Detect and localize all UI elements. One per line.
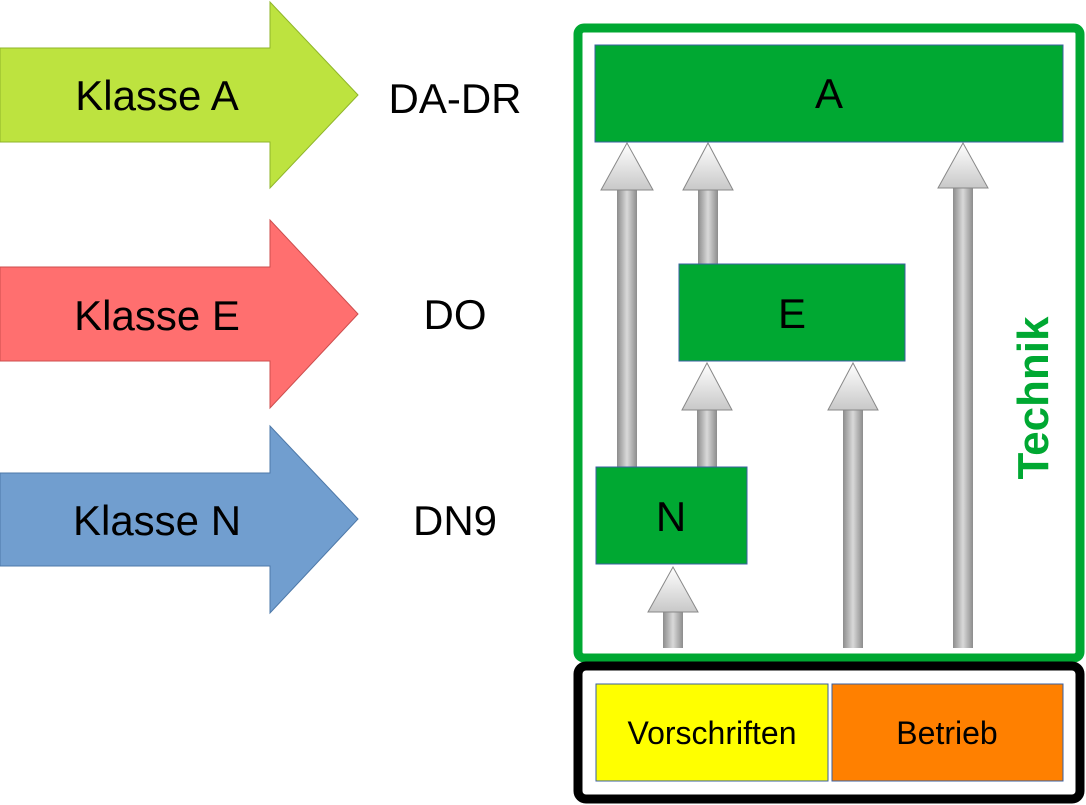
vorschriften-label: Vorschriften: [628, 715, 797, 751]
arrow-base-to-e: [827, 361, 879, 648]
arrow-n-to-e: [681, 361, 733, 467]
box-n-label: N: [656, 493, 686, 540]
arrow-e-to-a: [682, 141, 734, 264]
arrow-base-to-n: [647, 565, 699, 648]
box-a: [594, 44, 1064, 143]
betrieb-box: [831, 683, 1064, 782]
klasse-e-arrow: [0, 218, 359, 410]
klasse-a-arrow: [0, 0, 359, 190]
betrieb-label: Betrieb: [896, 715, 997, 751]
klasse-n-arrow: [0, 424, 359, 615]
klasse-n-code: DN9: [413, 497, 497, 544]
arrow-n-to-a: [600, 141, 654, 467]
arrow-base-to-a: [937, 141, 989, 648]
klasse-a-label: Klasse A: [75, 72, 238, 119]
klasse-e-code: DO: [424, 291, 487, 338]
vorschriften-box: [595, 683, 829, 782]
klasse-a-code: DA-DR: [389, 75, 522, 122]
klasse-e-label: Klasse E: [74, 292, 240, 339]
box-e-label: E: [778, 290, 806, 337]
klasse-n-label: Klasse N: [73, 497, 241, 544]
box-n: [595, 466, 748, 565]
technik-label: Technik: [1009, 316, 1058, 480]
box-e: [678, 263, 906, 362]
box-a-label: A: [815, 70, 843, 117]
